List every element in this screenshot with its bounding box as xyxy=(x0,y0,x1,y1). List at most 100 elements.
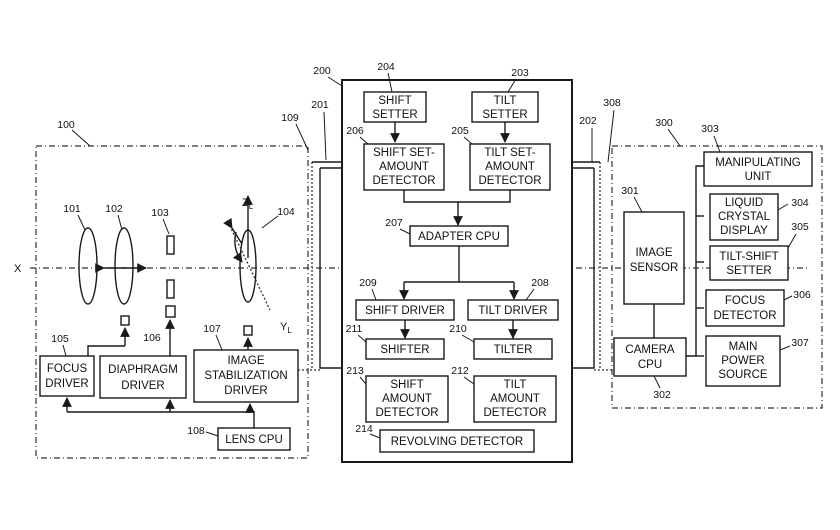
diaphragm-driver-line-1: DIAPHRAGM xyxy=(108,364,178,376)
shift-setter-line-2: SETTER xyxy=(372,109,417,121)
ref-210: 210 xyxy=(449,323,467,335)
axis-zl-label: ZL xyxy=(242,197,254,211)
image-sensor-block xyxy=(623,211,685,305)
ref-308: 308 xyxy=(603,97,621,109)
camera-cpu-line-1: CAMERA xyxy=(625,344,675,356)
tilter-label: TILTER xyxy=(494,344,533,356)
lens-101: 101 xyxy=(63,203,98,305)
camera-cpu-block xyxy=(613,337,687,377)
mu-line-2: UNIT xyxy=(745,171,772,183)
image-sensor-line-2: SENSOR xyxy=(630,262,679,274)
shift-driver-label: SHIFT DRIVER xyxy=(365,305,445,317)
focus-driver-line-2: DRIVER xyxy=(45,378,88,390)
shifter-label: SHIFTER xyxy=(380,344,429,356)
adapter-cpu-label: ADAPTER CPU xyxy=(418,231,500,243)
focus-detector-block xyxy=(705,289,785,327)
ref-201: 201 xyxy=(311,99,329,111)
tad-line-2: AMOUNT xyxy=(490,393,540,405)
focus-driver-line-1: FOCUS xyxy=(47,363,88,375)
image-stabilization-driver-block xyxy=(193,349,299,403)
lens-102: 102 xyxy=(95,203,147,305)
leader-100 xyxy=(71,129,91,147)
ref-105: 105 xyxy=(51,333,69,345)
ref-100: 100 xyxy=(57,119,75,131)
tad-line-1: TILT xyxy=(504,379,527,391)
ref-109: 109 xyxy=(281,112,299,124)
ref-301: 301 xyxy=(621,185,639,197)
sad-line-2: AMOUNT xyxy=(382,393,432,405)
revolving-detector-block xyxy=(379,429,535,453)
tilter-block xyxy=(473,338,553,360)
diaphragm-103: 103 xyxy=(151,207,175,299)
actuator-104 xyxy=(243,325,253,336)
mps-line-2: POWER xyxy=(721,355,764,367)
fd-line-1: FOCUS xyxy=(725,295,766,307)
axis-yl-label: YL xyxy=(280,321,292,335)
ref-208: 208 xyxy=(531,277,549,289)
ref-305: 305 xyxy=(791,221,809,233)
lens-cpu-label: LENS CPU xyxy=(225,434,283,446)
tilt-driver-label: TILT DRIVER xyxy=(478,305,547,317)
sad-line-3: DETECTOR xyxy=(375,407,438,419)
tilt-amount-detector-block xyxy=(473,375,557,423)
mu-line-1: MANIPULATING xyxy=(715,157,800,169)
tss-line-2: SETTER xyxy=(726,265,771,277)
ref-212: 212 xyxy=(451,365,469,377)
focus-driver-block xyxy=(39,355,95,397)
ssad-line-2: AMOUNT xyxy=(379,161,429,173)
ref-206: 206 xyxy=(346,125,364,137)
ref-205: 205 xyxy=(451,125,469,137)
tsad-line-1: TILT SET- xyxy=(484,147,536,159)
mps-line-3: SOURCE xyxy=(718,369,768,381)
ref-203: 203 xyxy=(511,67,529,79)
lcd-line-2: CRYSTAL xyxy=(718,211,771,223)
svg-text:104: 104 xyxy=(277,206,295,218)
ref-106: 106 xyxy=(143,332,161,344)
ref-108: 108 xyxy=(187,425,205,437)
shifter-block xyxy=(365,338,445,360)
tsad-line-3: DETECTOR xyxy=(478,175,541,187)
tad-line-3: DETECTOR xyxy=(483,407,546,419)
image-sensor-line-1: IMAGE xyxy=(635,247,672,259)
revolving-detector-label: REVOLVING DETECTOR xyxy=(391,436,524,448)
ref-204: 204 xyxy=(377,61,395,73)
isd-line-2: STABILIZATION xyxy=(204,370,287,382)
lcd-line-3: DISPLAY xyxy=(720,225,768,237)
lens-unit-boundary xyxy=(35,145,309,459)
diaphragm-driver-block xyxy=(99,355,187,399)
ref-209: 209 xyxy=(359,277,377,289)
ref-303: 303 xyxy=(701,123,719,135)
shift-setter-line-1: SHIFT xyxy=(378,95,411,107)
ssad-line-1: SHIFT SET- xyxy=(373,147,435,159)
tss-line-1: TILT-SHIFT xyxy=(719,251,778,263)
tilt-setter-block xyxy=(471,91,539,123)
tilt-shift-setter-block xyxy=(709,245,789,281)
tilt-set-amount-detector-block xyxy=(469,143,551,191)
main-power-source-block xyxy=(705,335,781,387)
camera-cpu-line-2: CPU xyxy=(638,359,662,371)
fd-line-2: DETECTOR xyxy=(713,310,776,322)
mps-line-1: MAIN xyxy=(729,341,758,353)
actuator-103 xyxy=(165,305,176,318)
ref-213: 213 xyxy=(346,365,364,377)
ref-107: 107 xyxy=(203,323,221,335)
tilt-setter-line-2: SETTER xyxy=(482,109,527,121)
ref-211: 211 xyxy=(346,323,363,335)
ref-302: 302 xyxy=(653,389,671,401)
lens-104: 104 xyxy=(223,195,295,311)
shift-amount-detector-block xyxy=(365,375,449,423)
ref-307: 307 xyxy=(791,337,809,349)
ref-202: 202 xyxy=(579,115,597,127)
svg-text:102: 102 xyxy=(105,203,123,215)
manipulating-unit-block xyxy=(703,151,813,187)
lcd-block xyxy=(709,193,779,241)
ref-214: 214 xyxy=(355,423,373,435)
ref-200: 200 xyxy=(313,65,331,77)
diaphragm-driver-line-2: DRIVER xyxy=(121,380,164,392)
ref-207: 207 xyxy=(385,217,403,229)
actuator-102 xyxy=(120,315,130,326)
camera-unit-boundary xyxy=(611,145,823,409)
ref-300: 300 xyxy=(655,117,673,129)
sad-line-1: SHIFT xyxy=(390,379,423,391)
